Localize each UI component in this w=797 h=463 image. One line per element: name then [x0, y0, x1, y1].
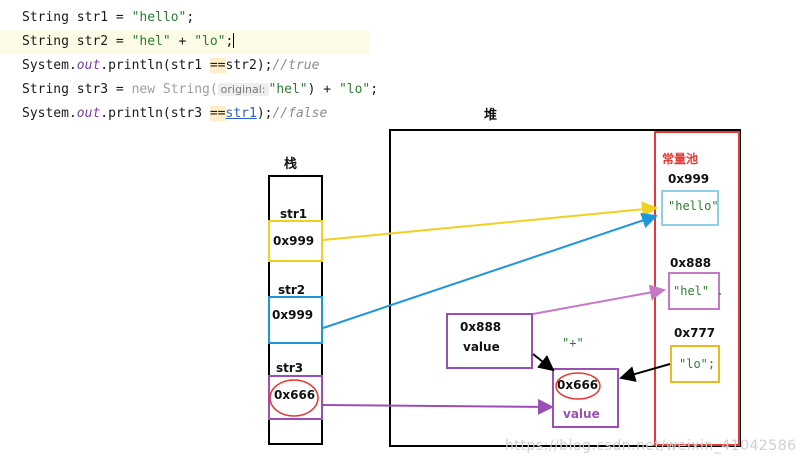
string-literal: "hel"	[268, 82, 308, 97]
memory-diagram: 堆 常量池 栈 str1 0x999 str2 0x999 str3 0x666…	[268, 108, 796, 454]
highlight-circle-result	[555, 372, 601, 400]
code-text: .println(str1	[100, 58, 210, 73]
pool-addr-hello: 0x999	[668, 172, 710, 186]
code-text: System.	[22, 106, 77, 121]
code-text: ;	[225, 34, 234, 49]
pool-value-hel: "hel" .	[673, 284, 724, 298]
code-line-1: String str1 = "hello";	[0, 6, 370, 30]
field-out: out	[76, 106, 101, 121]
pool-entry-hel	[668, 272, 720, 310]
pool-value-lo: "lo";	[679, 357, 716, 371]
pool-addr-lo: 0x777	[674, 326, 716, 340]
code-text: ;	[186, 10, 195, 25]
new-keyword: new String(	[131, 82, 218, 97]
heap-title: 堆	[484, 108, 498, 123]
heap-box	[389, 129, 741, 447]
stack-title: 栈	[284, 157, 298, 172]
heap-object-result	[552, 368, 619, 428]
arrow-str1-to-hello	[322, 201, 658, 241]
stack-var-str1: str1	[280, 207, 308, 221]
string-literal: "lo"	[338, 82, 371, 97]
stack-slot-str2	[268, 296, 323, 344]
arrow-str3-to-result	[322, 398, 554, 415]
stack-var-str2: str2	[278, 283, 306, 297]
code-text: System.	[22, 58, 77, 73]
text-caret	[233, 33, 235, 48]
plus-operator-label: "+"	[562, 336, 584, 350]
code-comment: //true	[272, 58, 320, 73]
watermark-text: https://blog.csdn.net/weixin_41042586	[505, 438, 797, 454]
arrow-builder-to-result	[532, 353, 555, 372]
string-literal: "hel"	[131, 34, 171, 49]
code-text: );	[256, 106, 273, 121]
stack-addr-str2: 0x999	[272, 308, 314, 322]
code-text: String str2 =	[22, 34, 132, 49]
stack-slot-str3	[268, 375, 323, 420]
variable-link[interactable]: str1	[225, 106, 257, 121]
string-literal: "hello"	[131, 10, 187, 25]
result-object-label: value	[563, 407, 600, 421]
stack-slot-str1	[268, 220, 323, 262]
field-out: out	[76, 58, 101, 73]
arrow-str2-to-hello	[322, 212, 658, 329]
arrows-layer	[269, 201, 671, 417]
constant-pool-title: 常量池	[662, 152, 699, 166]
code-line-5: System.out.println(str3 ==str1);//false	[0, 102, 370, 126]
pool-entry-lo	[670, 345, 720, 383]
stack-var-str3: str3	[276, 361, 304, 375]
code-text: +	[170, 34, 195, 49]
arrow-lo-to-result	[619, 363, 671, 382]
code-comment: //false	[272, 106, 328, 121]
string-literal: "lo"	[194, 34, 226, 49]
stack-addr-str1: 0x999	[273, 234, 315, 248]
code-line-2: String str2 = "hel" + "lo";	[0, 30, 370, 54]
highlight-circle-str3	[269, 379, 319, 417]
arrow-builder-to-hel	[532, 284, 666, 315]
heap-object-builder	[446, 313, 533, 369]
code-line-3: System.out.println(str1 ==str2);//true	[0, 54, 370, 78]
heap-object-label: value	[463, 340, 500, 354]
heap-object-addr: 0x888	[460, 320, 502, 334]
code-text: ) +	[307, 82, 339, 97]
operator-eq: ==	[209, 106, 226, 121]
pool-value-hello: "hello"	[668, 199, 719, 213]
code-text: .println(str3	[100, 106, 210, 121]
parameter-hint: original:	[217, 83, 269, 96]
code-text: String str3 =	[22, 82, 132, 97]
stack-addr-str3: 0x666	[274, 388, 316, 402]
pool-entry-hello	[661, 190, 719, 226]
operator-eq: ==	[209, 58, 226, 73]
result-object-addr: 0x666	[557, 378, 599, 392]
code-line-4: String str3 = new String(original:"hel")…	[0, 78, 378, 102]
code-text: str2);	[225, 58, 273, 73]
code-text: ;	[370, 82, 379, 97]
pool-addr-hel: 0x888	[670, 256, 712, 270]
code-text: String str1 =	[22, 10, 132, 25]
